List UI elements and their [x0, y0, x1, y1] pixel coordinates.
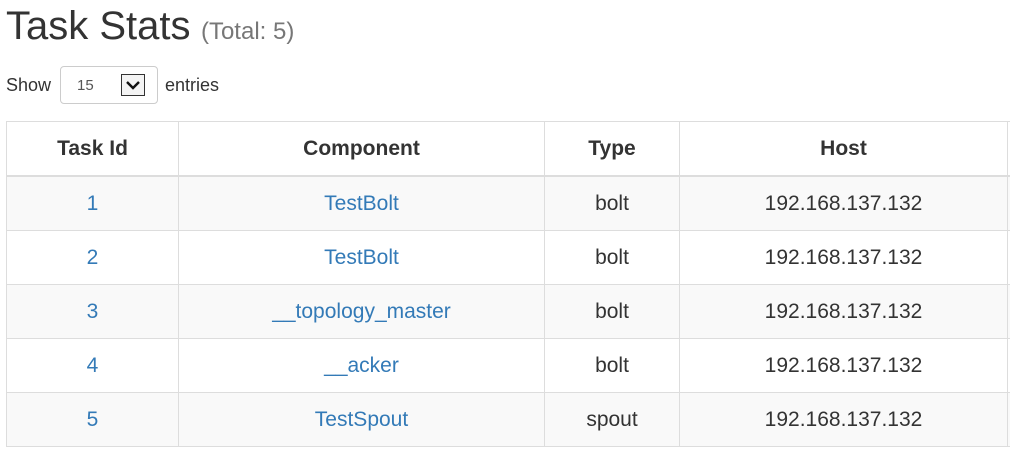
- column-header-task-id[interactable]: Task Id: [6, 121, 179, 177]
- task-id-cell: 4: [6, 338, 179, 393]
- page-title: Task Stats: [6, 4, 191, 48]
- table-row: 1 TestBolt bolt 192.168.137.132: [6, 175, 1010, 231]
- entries-label: entries: [165, 74, 220, 95]
- host-cell: 192.168.137.132: [679, 392, 1008, 447]
- show-label: Show: [6, 74, 52, 95]
- component-link[interactable]: __acker: [324, 353, 399, 377]
- task-stats-table-container: Task Id Component Type Host 1 TestBolt b…: [6, 121, 1010, 447]
- entries-selected-value: 15: [77, 76, 94, 94]
- entries-control: Show 15 entries: [6, 66, 219, 104]
- task-id-cell: 5: [6, 392, 179, 447]
- table-row: 2 TestBolt bolt 192.168.137.132: [6, 230, 1010, 285]
- component-cell: TestSpout: [178, 392, 545, 447]
- column-header-type[interactable]: Type: [544, 121, 680, 177]
- component-link[interactable]: __topology_master: [272, 299, 451, 323]
- type-cell: bolt: [544, 230, 680, 285]
- overflow-cell: [1007, 392, 1010, 447]
- task-id-cell: 2: [6, 230, 179, 285]
- host-cell: 192.168.137.132: [679, 230, 1008, 285]
- component-link[interactable]: TestBolt: [324, 245, 399, 269]
- component-link[interactable]: TestBolt: [324, 191, 399, 215]
- column-header-overflow: [1007, 121, 1010, 177]
- type-cell: spout: [544, 392, 680, 447]
- component-cell: TestBolt: [178, 175, 545, 231]
- type-cell: bolt: [544, 284, 680, 339]
- task-total-count: (Total: 5): [200, 18, 295, 45]
- host-cell: 192.168.137.132: [679, 338, 1008, 393]
- column-header-component[interactable]: Component: [178, 121, 545, 177]
- task-id-link[interactable]: 1: [86, 191, 99, 215]
- column-header-host[interactable]: Host: [679, 121, 1008, 177]
- task-id-link[interactable]: 2: [86, 245, 99, 269]
- task-id-link[interactable]: 4: [86, 353, 99, 377]
- table-row: 5 TestSpout spout 192.168.137.132: [6, 392, 1010, 447]
- entries-per-page-select[interactable]: 15: [60, 66, 159, 104]
- table-header-row: Task Id Component Type Host: [6, 121, 1010, 177]
- chevron-down-icon[interactable]: [121, 74, 146, 96]
- component-cell: TestBolt: [178, 230, 545, 285]
- task-id-link[interactable]: 3: [86, 299, 99, 323]
- type-cell: bolt: [544, 175, 680, 231]
- component-cell: __topology_master: [178, 284, 545, 339]
- task-id-cell: 1: [6, 175, 179, 231]
- table-row: 4 __acker bolt 192.168.137.132: [6, 338, 1010, 393]
- type-cell: bolt: [544, 338, 680, 393]
- host-cell: 192.168.137.132: [679, 284, 1008, 339]
- task-id-link[interactable]: 5: [86, 407, 99, 431]
- task-stats-table: Task Id Component Type Host 1 TestBolt b…: [6, 121, 1010, 447]
- task-id-cell: 3: [6, 284, 179, 339]
- component-link[interactable]: TestSpout: [314, 407, 409, 431]
- table-row: 3 __topology_master bolt 192.168.137.132: [6, 284, 1010, 339]
- component-cell: __acker: [178, 338, 545, 393]
- host-cell: 192.168.137.132: [679, 175, 1008, 231]
- page-header: Task Stats (Total: 5): [6, 4, 294, 49]
